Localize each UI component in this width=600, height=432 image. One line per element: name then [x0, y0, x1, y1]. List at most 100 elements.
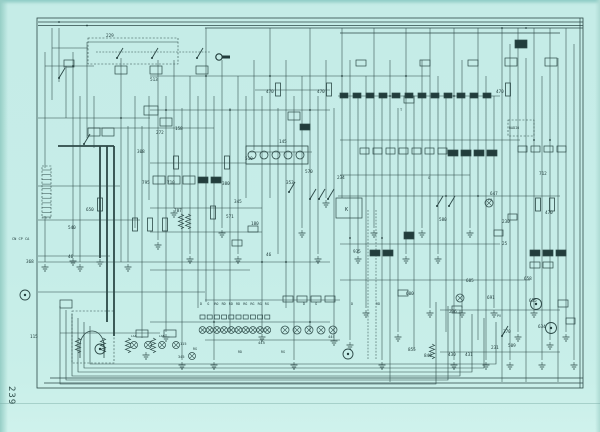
junction-dot	[309, 109, 311, 111]
component-box	[310, 295, 322, 303]
lamp-filament	[457, 295, 463, 301]
component-box	[87, 127, 101, 137]
component-label: RADIO	[509, 126, 519, 130]
motor-icon	[19, 289, 31, 301]
component-label: 634	[538, 324, 546, 330]
connector-box	[264, 314, 271, 320]
junction-dot	[213, 321, 215, 323]
wire-color-code: RG	[243, 302, 247, 306]
component-box	[287, 111, 301, 121]
component-label: 145	[279, 139, 287, 145]
motor-icon	[346, 352, 350, 356]
junction-dot	[229, 109, 231, 111]
ignition-key-icon	[215, 53, 223, 61]
component-label: 513	[150, 77, 158, 83]
fuse-icon	[162, 217, 168, 232]
component-label: 231	[491, 345, 499, 351]
junction-dot	[501, 27, 503, 29]
component-label: 795	[142, 180, 150, 186]
component-label: 353	[286, 180, 294, 186]
component-label: RD	[376, 302, 380, 306]
page-number: 239	[6, 386, 16, 406]
junction-dot	[525, 27, 527, 29]
component-label: 115	[30, 334, 38, 340]
component-box	[467, 59, 479, 67]
component-label: 230	[502, 219, 510, 225]
component-box	[114, 65, 128, 75]
routing-bus	[65, 306, 449, 381]
connector-box	[257, 314, 263, 320]
assembly-outline	[41, 165, 52, 219]
component-box	[556, 145, 567, 153]
component-label: 935	[353, 249, 361, 255]
switch-icon	[501, 335, 503, 337]
lamp-icon	[172, 341, 180, 349]
wire-color-code: RD	[236, 302, 240, 306]
lamp-filament	[264, 327, 270, 333]
component-box	[163, 329, 177, 338]
component-label: 46	[68, 254, 74, 260]
component-box	[282, 295, 294, 303]
component-box	[149, 65, 163, 75]
coil-icon	[74, 337, 82, 354]
component-label: 158	[175, 126, 183, 132]
component-box	[247, 225, 259, 233]
wire-color-code: G	[207, 302, 209, 306]
lamp-filament	[243, 327, 249, 333]
lamp-icon	[304, 325, 314, 335]
switch-icon	[58, 77, 60, 79]
switch-icon	[196, 57, 198, 59]
component-label: 380	[222, 181, 230, 187]
fuse-icon	[247, 150, 257, 160]
fuse-icon	[283, 150, 293, 160]
component-label: 658	[524, 276, 532, 282]
component-box	[529, 249, 541, 257]
component-box	[555, 249, 567, 257]
component-box	[447, 149, 459, 157]
component-box	[296, 295, 308, 303]
component-label: 345	[234, 199, 242, 205]
coil-icon	[177, 213, 185, 230]
lamp-filament	[306, 327, 312, 333]
component-label: T	[400, 108, 403, 112]
component-box	[231, 239, 243, 247]
junction-dot	[269, 75, 271, 77]
component-box	[542, 249, 554, 257]
switch-icon	[116, 47, 124, 59]
component-label: 229	[106, 33, 114, 39]
fuse-icon	[132, 217, 138, 232]
switch-icon	[151, 47, 159, 59]
lamp-icon	[328, 325, 338, 335]
component-box	[557, 299, 569, 308]
lamp-icon	[484, 198, 494, 208]
component-box	[143, 105, 159, 116]
connector-box	[385, 147, 396, 155]
component-label: 345	[178, 355, 185, 359]
wire-color-code: RD	[229, 302, 233, 306]
component-label: 431	[465, 352, 473, 358]
assembly-outline	[507, 119, 535, 137]
switch-icon	[327, 198, 329, 200]
lamp-filament	[294, 327, 300, 333]
switch-icon	[327, 188, 335, 200]
component-label: 368	[26, 259, 34, 265]
component-label: 712	[539, 171, 547, 177]
switch-icon	[448, 195, 456, 207]
component-box	[493, 229, 504, 237]
component-label: 234	[337, 175, 345, 181]
junction-dot	[549, 139, 551, 141]
coil-icon	[124, 337, 132, 354]
fuse-icon	[295, 150, 305, 160]
component-label: 580	[439, 217, 447, 223]
switch-icon	[309, 188, 317, 200]
lamp-filament	[330, 327, 336, 333]
fuse-icon	[275, 82, 281, 97]
switch-icon	[309, 198, 311, 200]
switch-icon	[288, 191, 290, 193]
component-box	[167, 175, 181, 185]
component-box	[486, 149, 498, 157]
component-label: LAB	[159, 334, 165, 338]
lamp-filament	[214, 327, 220, 333]
fuse-icon	[259, 150, 269, 160]
component-label: LAA	[131, 334, 137, 338]
